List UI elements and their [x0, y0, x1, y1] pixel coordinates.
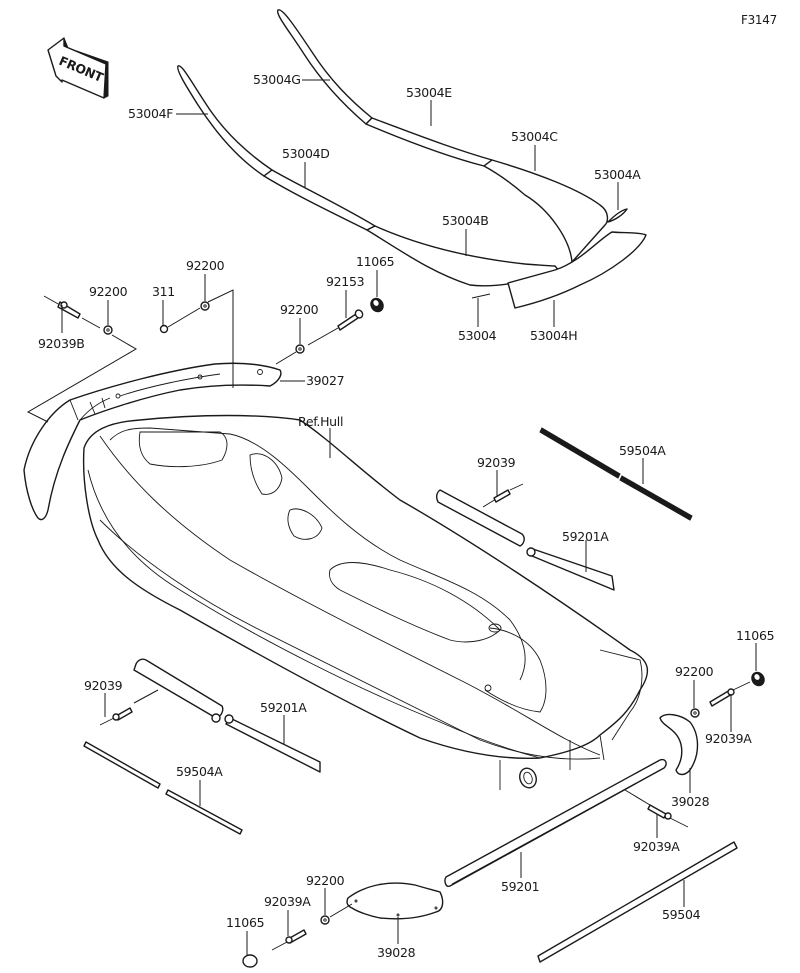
label-53004B: 53004B	[442, 213, 489, 228]
label-92153: 92153	[326, 274, 364, 289]
label-92200-2: 92200	[186, 258, 225, 273]
rail-59504A-left	[83, 741, 243, 835]
guard-59201A-right	[435, 489, 615, 591]
seat-pad-h	[507, 231, 647, 309]
label-311: 311	[152, 284, 175, 299]
rivet-92039A-bottom	[271, 929, 307, 951]
bolt-92153	[337, 309, 364, 331]
rear-bumper-39027	[23, 362, 282, 521]
label-92039A-bottom: 92039A	[264, 894, 311, 909]
bumper-39028-bottom	[346, 882, 444, 920]
label-53004H: 53004H	[530, 328, 577, 343]
label-92200-1: 92200	[89, 284, 128, 299]
guard-59201A-left	[133, 658, 321, 773]
seat-pad-d	[263, 169, 376, 231]
label-39028-right: 39028	[671, 794, 710, 809]
label-59504: 59504	[662, 907, 701, 922]
seat-pad-set	[177, 9, 647, 309]
label-53004D: 53004D	[282, 146, 330, 161]
rail-59504A-right	[539, 427, 693, 521]
washer-92200-3	[295, 344, 305, 354]
front-direction-arrow-icon: FRONT	[47, 37, 109, 99]
label-59201A-left: 59201A	[260, 700, 307, 715]
label-ref-hull: Ref.Hull	[298, 414, 343, 429]
rivet-92039A-right	[709, 681, 751, 707]
rivet-92039A-lower	[624, 789, 689, 828]
seat-pad-b	[366, 225, 561, 287]
seat-pad-a	[607, 208, 628, 223]
seat-pad-g	[276, 9, 373, 125]
label-53004F: 53004F	[128, 106, 173, 121]
washer-92200-right	[690, 708, 700, 718]
label-53004C: 53004C	[511, 129, 558, 144]
label-11065-bottom: 11065	[226, 915, 264, 930]
label-92039B: 92039B	[38, 336, 85, 351]
bumper-39028-right	[659, 713, 699, 776]
label-92039A-right: 92039A	[705, 731, 752, 746]
rivet-92039-left	[99, 689, 159, 726]
washer-92200-1	[103, 325, 113, 335]
nut-311	[159, 324, 169, 334]
hull-reference	[82, 414, 649, 790]
label-92200-3: 92200	[280, 302, 319, 317]
seat-pad-c	[483, 159, 609, 263]
label-11065-right: 11065	[736, 628, 774, 643]
label-11065-top: 11065	[356, 254, 394, 269]
label-53004G: 53004G	[253, 72, 301, 87]
cap-11065-bottom	[242, 954, 258, 968]
seat-pad-strip	[471, 293, 491, 299]
label-53004: 53004	[458, 328, 497, 343]
figure-id: F3147	[741, 13, 777, 27]
label-39028-bottom: 39028	[377, 945, 416, 960]
label-59504A-left: 59504A	[176, 764, 223, 779]
label-92200-right: 92200	[675, 664, 714, 679]
label-59201A-right: 59201A	[562, 529, 609, 544]
label-92039-left: 92039	[84, 678, 123, 693]
label-59504A-right: 59504A	[619, 443, 666, 458]
cap-11065-right	[751, 671, 765, 687]
label-92039A-lower: 92039A	[633, 839, 680, 854]
guard-59201	[444, 758, 667, 887]
label-39027: 39027	[306, 373, 344, 388]
washer-92200-bottom	[320, 915, 330, 925]
label-92200-bottom: 92200	[306, 873, 345, 888]
seat-pad-e	[365, 117, 493, 167]
label-53004E: 53004E	[406, 85, 452, 100]
washer-92200-2	[200, 301, 210, 311]
cap-11065-top	[370, 297, 384, 313]
label-92039-right: 92039	[477, 455, 516, 470]
rivet-92039-right	[482, 483, 524, 508]
label-53004A: 53004A	[594, 167, 641, 182]
label-59201: 59201	[501, 879, 539, 894]
rail-59504	[537, 841, 738, 963]
